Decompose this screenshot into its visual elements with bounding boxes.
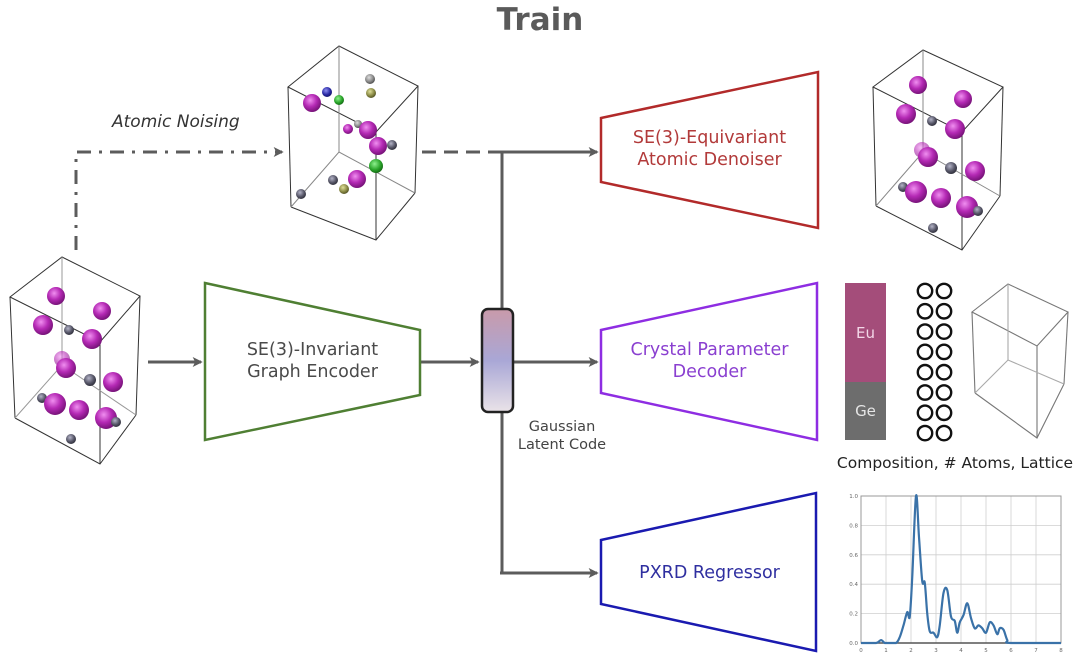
denoiser-block [599,70,820,230]
output-crystal-atoms [896,76,985,233]
x-tick-label: 8 [1059,648,1063,654]
noised-crystal [287,45,419,241]
x-tick-label: 1 [884,648,888,654]
atom-slot-circle [916,282,934,300]
composition-ge-bar: Ge [845,382,886,440]
latent-code-label: Gaussian Latent Code [512,418,612,454]
x-tick-label: 2 [909,648,913,654]
x-tick-label: 6 [1009,648,1013,654]
atomic-noising-label: Atomic Noising [112,112,240,132]
x-tick-label: 5 [984,648,988,654]
atom-slot-circle [935,424,953,442]
atom-slot-circle [916,363,934,381]
atom-slot-circle [935,323,953,340]
x-tick-label: 7 [1034,648,1038,654]
atom-slot-circle [916,343,934,361]
x-tick-label: 3 [934,648,938,654]
output-crystal [872,49,1004,251]
latent-label-line1: Gaussian [528,419,596,435]
atom-slot-circle [935,302,953,320]
atom-slot-circle [935,384,953,401]
y-tick-label: 1.0 [849,494,858,500]
lattice-box [970,283,1069,439]
atom-slot-circle [935,282,953,300]
composition-eu-bar: Eu [845,283,886,382]
decoder-outputs-caption: Composition, # Atoms, Lattice [836,454,1074,472]
noised-crystal-atoms [296,74,397,199]
atom-slot-circle [935,404,953,422]
encoder-label-line2: Graph Encoder [247,361,378,382]
atom-slot-circle [916,302,934,320]
atom-slot-circle [916,404,934,422]
atom-slot-circle [916,424,934,442]
y-tick-label: 0.6 [849,553,858,559]
atom-slot-circle [916,384,934,401]
denoiser-label-line1: SE(3)-Equivariant [632,128,787,148]
input-crystal [9,256,141,465]
regressor-label: PXRD Regressor [639,563,780,583]
regressor-block [599,491,818,653]
latent-code-box [480,307,515,414]
atom-slot-circle [916,323,934,340]
input-crystal-atoms [33,287,123,444]
noising-path [74,147,284,250]
y-tick-label: 0.4 [849,582,858,588]
encoder-label: SE(3)-Invariant Graph Encoder [205,340,420,384]
decoder-label-line2: Decoder [672,361,747,382]
x-tick-label: 4 [959,648,963,654]
encoder-label-line1: SE(3)-Invariant [246,340,379,360]
encoder-block [203,281,422,442]
denoiser-label-line2: Atomic Denoiser [637,149,782,170]
y-tick-label: 0.2 [849,612,858,618]
page-title: Train [496,2,584,38]
dash-dot-arrow [74,147,284,250]
y-tick-label: 0.8 [849,523,858,529]
decoder-label-line1: Crystal Parameter [630,340,789,360]
decoder-block [599,281,819,442]
pxrd-series-line [861,494,1061,645]
denoiser-label: SE(3)-Equivariant Atomic Denoiser [601,128,818,172]
atom-slot-circle [935,363,953,381]
x-tick-label: 0 [859,648,863,654]
pxrd-chart: 0 1 2 3 4 5 6 7 8 0.0 0.2 0.4 0.6 0.8 1.0 [849,494,1063,654]
atom-count-slots [916,282,953,442]
latent-label-line2: Latent Code [517,437,607,454]
decoder-label: Crystal Parameter Decoder [601,340,818,384]
atom-slot-circle [935,343,953,361]
y-tick-label: 0.0 [849,641,858,647]
